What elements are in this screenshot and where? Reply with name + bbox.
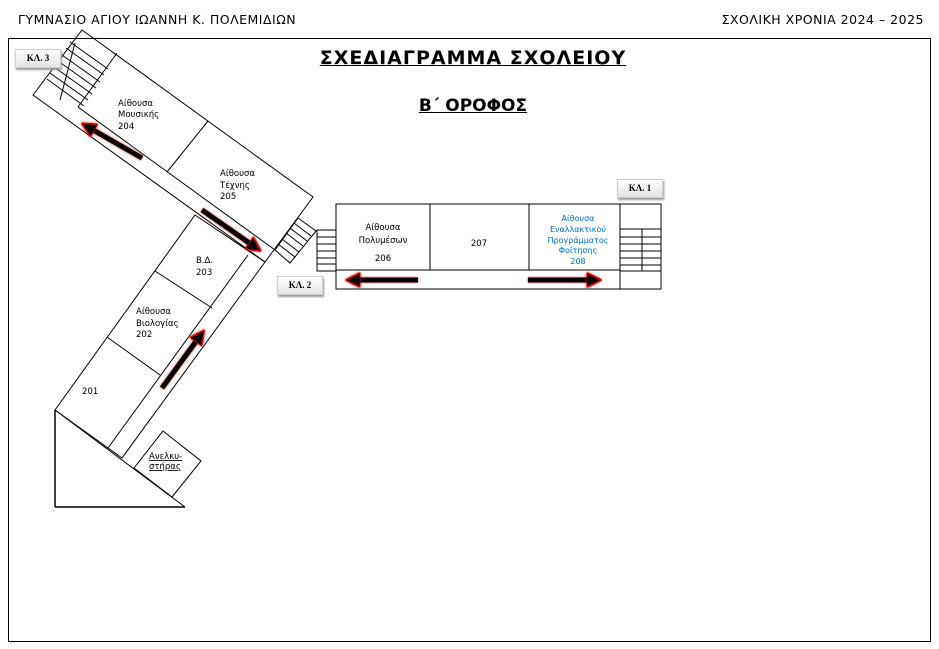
exit-arrow-icon <box>159 336 200 390</box>
room-208-label: Φοίτησης <box>559 246 598 255</box>
room-208-number: 208 <box>570 257 585 266</box>
stairs-2-icon <box>274 217 317 264</box>
room-202-number: 202 <box>136 330 152 340</box>
lower-corridor-wall <box>107 254 249 449</box>
room-203-label: Β.Δ. <box>196 256 213 266</box>
room-204-label: Αίθουσα <box>118 99 153 109</box>
exit-arrow-icon <box>88 127 144 161</box>
room-207-number: 207 <box>471 239 487 249</box>
divider-201-202 <box>106 336 161 376</box>
room-205-label: Αίθουσα <box>220 169 255 179</box>
room-201-number: 201 <box>82 387 98 397</box>
divider-204-205 <box>166 120 209 173</box>
stair-label-2: ΚΛ. 2 <box>277 276 323 295</box>
school-name: ΓΥΜΝΑΣΙΟ ΑΓΙΟΥ ΙΩΑΝΝΗ Κ. ΠΟΛΕΜΙΔΙΩΝ <box>18 12 297 27</box>
floor-title: Β΄ ΟΡΟΦΟΣ <box>418 96 528 116</box>
stairs-1-icon <box>619 203 662 290</box>
room-204-number: 204 <box>118 122 134 132</box>
divider-202-203 <box>154 270 213 309</box>
room-203-number: 203 <box>196 268 212 278</box>
room-205-label: Τέχνης <box>219 180 250 191</box>
room-206-label: Πολυμέσων <box>359 235 408 246</box>
room-204-label: Μουσικής <box>118 110 159 120</box>
lower-wing-outline <box>54 214 266 459</box>
room-206-number: 206 <box>375 254 391 264</box>
upper-corridor-wall <box>77 106 276 251</box>
stair-label-1: ΚΛ. 1 <box>617 179 663 198</box>
stair-label-3: ΚΛ. 3 <box>15 49 61 68</box>
room-208-label: Προγράμματος <box>548 236 609 245</box>
room-202-label: Βιολογίας <box>136 319 179 329</box>
lift-outline <box>133 430 202 498</box>
lift-label: στήρας <box>149 462 181 472</box>
room-208-label: Αίθουσα <box>562 214 595 223</box>
school-year: ΣΧΟΛΙΚΗ ΧΡΟΝΙΑ 2024 – 2025 <box>721 12 924 27</box>
room-208-label: Εναλλακτικού <box>550 224 606 234</box>
page-title: ΣΧΕΔΙΑΓΡΑΜΜΑ ΣΧΟΛΕΙΟΥ <box>319 47 627 69</box>
lift-label: Ανελκυ- <box>149 452 182 462</box>
exit-arrow-icon <box>200 207 255 247</box>
stairs-3-icon <box>46 41 118 108</box>
page-frame <box>8 38 931 642</box>
room-205-number: 205 <box>220 192 236 202</box>
room-206-label: Αίθουσα <box>365 223 400 233</box>
room-202-label: Αίθουσα <box>136 307 171 317</box>
stairs-left-block <box>316 229 337 272</box>
